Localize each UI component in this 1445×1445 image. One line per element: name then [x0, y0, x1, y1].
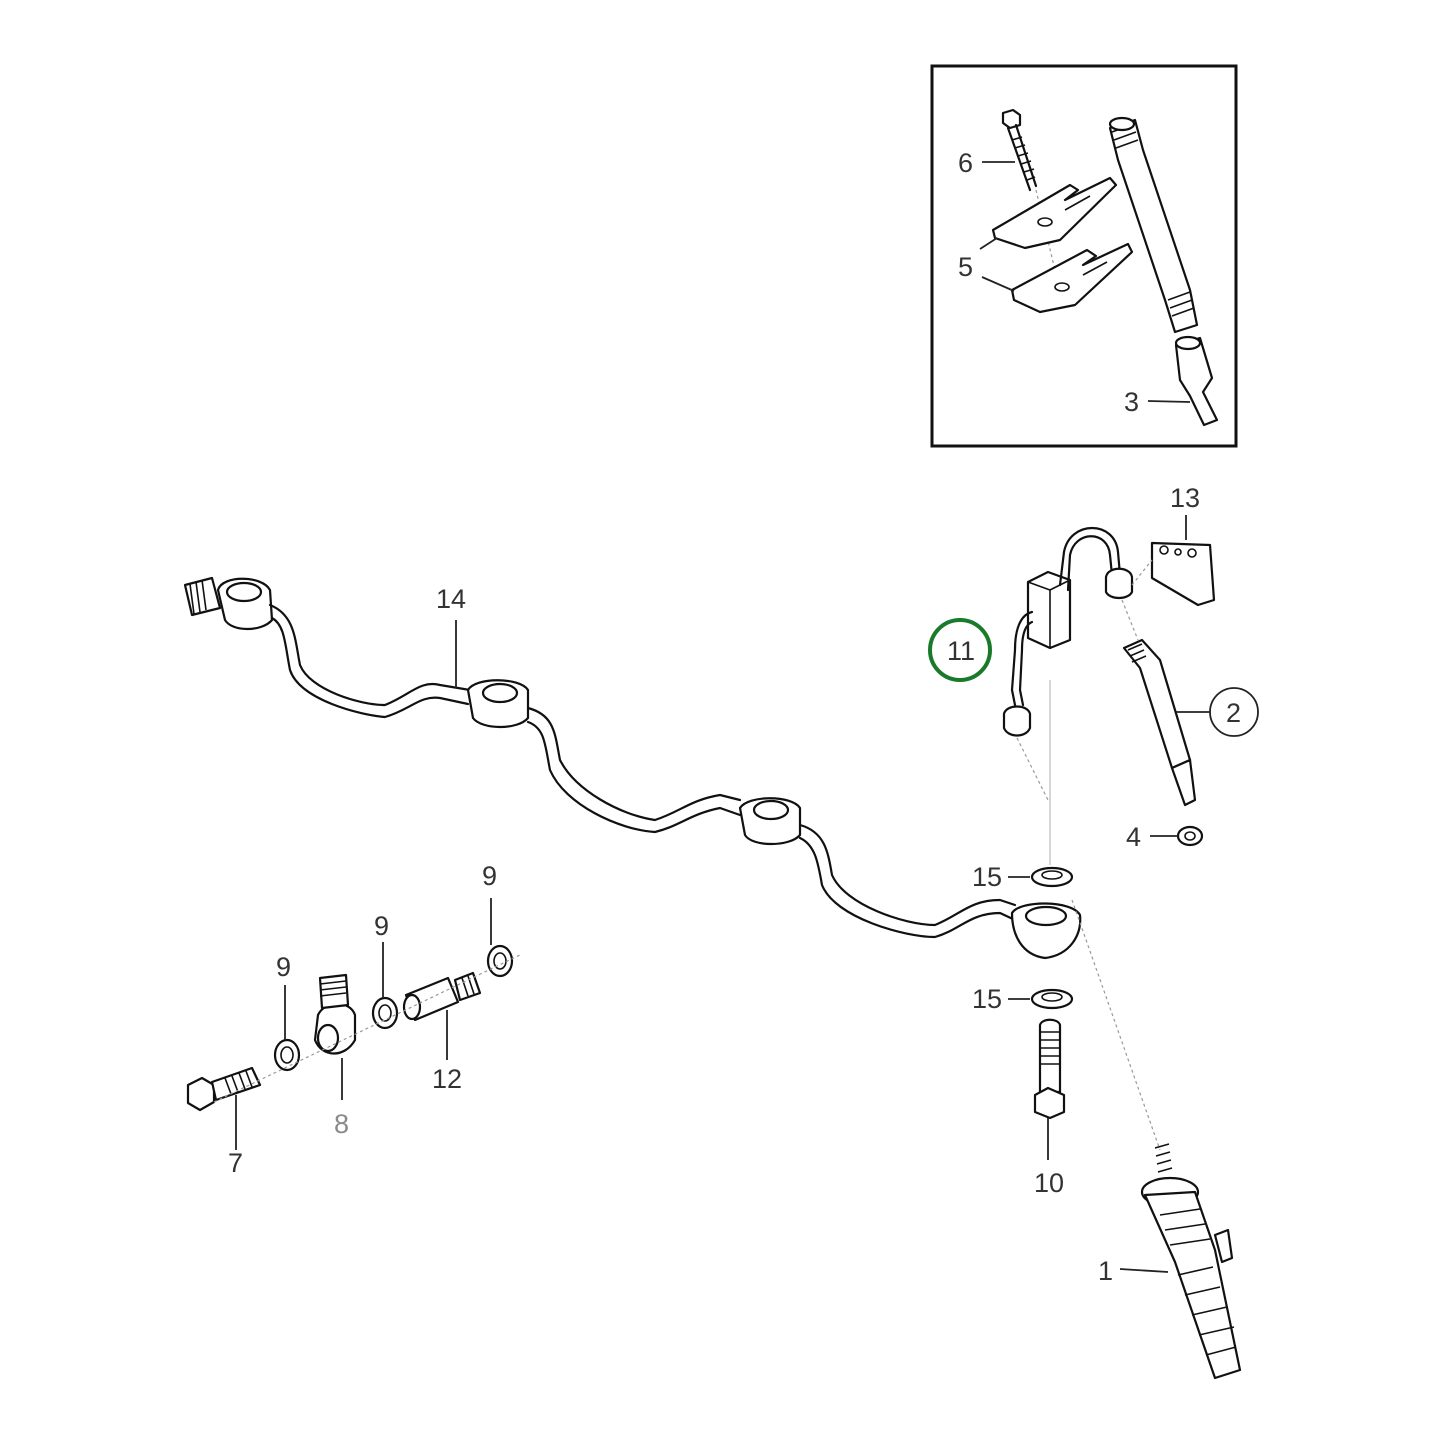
washer-9c[interactable]: [486, 944, 514, 978]
highlight-circle-11: [928, 618, 992, 682]
connector-12[interactable]: [402, 971, 482, 1022]
callout-2[interactable]: 2: [1226, 698, 1241, 728]
callout-14[interactable]: 14: [436, 584, 466, 614]
leader-5b: [981, 276, 1015, 292]
callout-15b[interactable]: 15: [972, 984, 1002, 1014]
injector-holder-sleeve[interactable]: [1108, 116, 1199, 334]
callout-11[interactable]: 11: [947, 636, 975, 666]
callout-12[interactable]: 12: [432, 1064, 462, 1094]
axis-pump: [1071, 899, 1161, 1151]
washer-15-upper[interactable]: [1030, 866, 1074, 888]
callout-7[interactable]: 7: [228, 1148, 243, 1178]
callout-4[interactable]: 4: [1126, 822, 1141, 852]
injector-2[interactable]: [1121, 599, 1197, 807]
washer-9b[interactable]: [371, 996, 399, 1030]
nozzle-part-3[interactable]: [1174, 335, 1219, 427]
unit-injector-pump-1[interactable]: [1140, 1143, 1242, 1380]
callout-3[interactable]: 3: [1124, 387, 1139, 417]
axis-13: [1131, 559, 1153, 586]
washer-15-lower[interactable]: [1030, 988, 1074, 1010]
callout-9b[interactable]: 9: [374, 911, 389, 941]
callout-15a[interactable]: 15: [972, 862, 1002, 892]
callout-1[interactable]: 1: [1098, 1256, 1113, 1286]
injector-pipe-11[interactable]: [1002, 527, 1134, 737]
banjo-union-8[interactable]: [313, 973, 357, 1055]
callout-13[interactable]: 13: [1170, 483, 1200, 513]
leader-1: [1119, 1268, 1169, 1273]
callout-5[interactable]: 5: [958, 252, 973, 282]
callout-9c[interactable]: 9: [482, 861, 497, 891]
clamp-part-5-lower[interactable]: [1010, 242, 1134, 314]
washer-9a[interactable]: [273, 1038, 301, 1072]
banjo-bolt-7[interactable]: [186, 1066, 262, 1112]
callout-6[interactable]: 6: [958, 148, 973, 178]
callout-9a[interactable]: 9: [276, 952, 291, 982]
axis-11: [1016, 737, 1049, 801]
banjo-bolt-10[interactable]: [1033, 1018, 1066, 1120]
washer-4[interactable]: [1176, 825, 1204, 847]
bracket-13[interactable]: [1150, 541, 1216, 607]
fuel-return-pipe-14[interactable]: [183, 576, 1082, 960]
assembly-axis-line: [213, 954, 521, 1103]
callout-10[interactable]: 10: [1034, 1168, 1064, 1198]
callout-8[interactable]: 8: [334, 1109, 349, 1139]
inset-detail-box: 6 5 3: [930, 64, 1238, 448]
leader-3: [1147, 400, 1191, 403]
leader-5a: [979, 237, 998, 250]
clamp-part-5-upper[interactable]: [991, 176, 1118, 250]
